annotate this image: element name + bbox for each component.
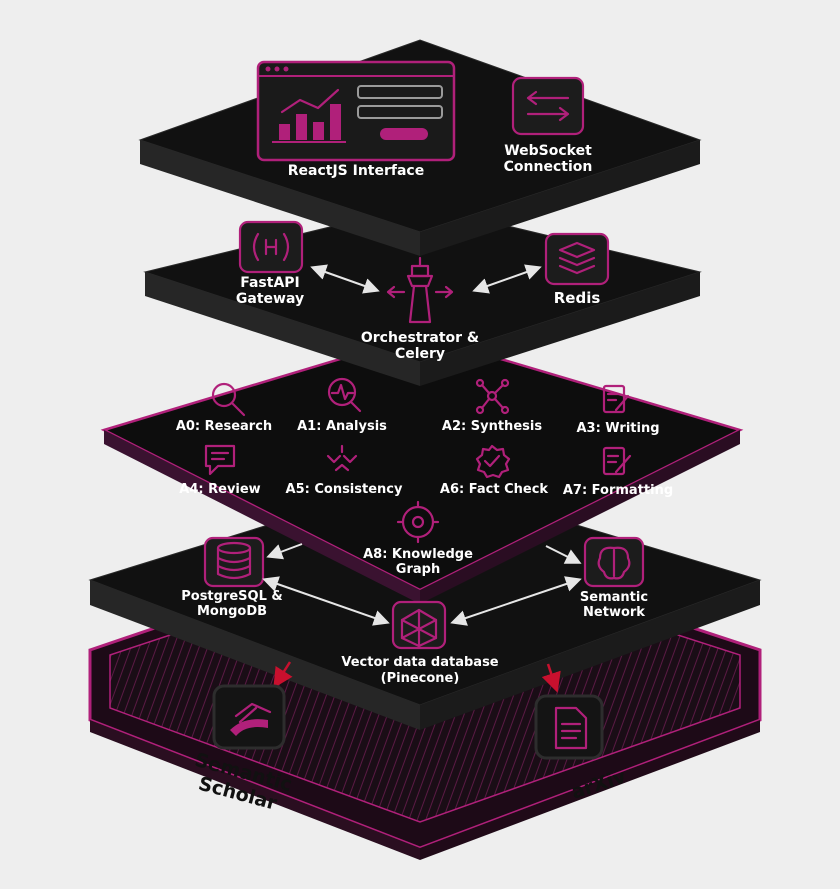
fastapi-label-2: Gateway xyxy=(236,291,304,307)
document-pen-icon xyxy=(602,384,630,414)
bidirectional-arrows-icon xyxy=(511,76,585,136)
agent-a4-label: A4: Review xyxy=(179,482,260,497)
agents-layer xyxy=(100,333,744,604)
agent-a0-label: A0: Research xyxy=(176,419,272,434)
api-gateway-icon xyxy=(238,220,304,274)
formatting-pen-icon xyxy=(602,446,632,476)
analysis-pulse-icon xyxy=(327,377,362,413)
arxiv-red-arrow xyxy=(541,663,561,693)
knowledge-graph-icon xyxy=(396,500,440,544)
fastapi-label-1: FastAPI xyxy=(240,275,300,291)
agent-a5-label: A5: Consistency xyxy=(286,482,403,497)
agent-a7-label: A7: Formatting xyxy=(563,483,673,498)
scholar-red-arrow xyxy=(273,661,293,689)
verified-badge-icon xyxy=(475,444,511,479)
orchestrator-redis-arrow xyxy=(472,264,542,294)
agents-db-arrow xyxy=(266,543,303,560)
control-tower-icon xyxy=(386,256,454,324)
websocket-label-2: Connection xyxy=(504,159,593,175)
network-nodes-icon xyxy=(475,378,510,415)
react-label: ReactJS Interface xyxy=(288,163,424,179)
chat-review-icon xyxy=(204,444,236,476)
fastapi-orchestrator-arrow xyxy=(310,264,380,294)
orchestrator-label-2: Celery xyxy=(395,346,445,362)
consistency-arrows-icon xyxy=(326,444,358,472)
agent-a3-label: A3: Writing xyxy=(576,421,659,436)
vector-label-2: (Pinecone) xyxy=(381,671,460,686)
agent-a2-label: A2: Synthesis xyxy=(442,419,542,434)
vector-cube-icon xyxy=(391,600,447,650)
semantic-network-label-2: Network xyxy=(583,605,645,620)
db-vector-arrow xyxy=(262,576,390,626)
paper-document-icon xyxy=(534,694,604,760)
semantic-network-label-1: Semantic xyxy=(580,590,648,605)
agents-network-arrow xyxy=(545,545,582,564)
brain-icon xyxy=(583,536,645,588)
redis-label: Redis xyxy=(554,289,601,307)
database-cylinder-icon xyxy=(203,536,265,588)
db-label-2: MongoDB xyxy=(197,604,267,619)
scholar-book-icon xyxy=(212,684,286,750)
vector-network-arrow xyxy=(450,576,582,626)
agent-a8-label-2: Graph xyxy=(396,562,440,577)
vector-label-1: Vector data database xyxy=(341,655,498,670)
magnifier-icon xyxy=(211,382,246,417)
websocket-label-1: WebSocket xyxy=(504,143,592,159)
orchestrator-label-1: Orchestrator & xyxy=(361,330,479,346)
agent-a1-label: A1: Analysis xyxy=(297,419,387,434)
db-label-1: PostgreSQL & xyxy=(181,589,283,604)
react-interface-panel xyxy=(256,60,456,162)
agent-a8-label-1: A8: Knowledge xyxy=(363,547,473,562)
dashboard-chart-icon xyxy=(272,88,346,143)
redis-stack-icon xyxy=(544,232,610,286)
agent-a6-label: A6: Fact Check xyxy=(440,482,548,497)
